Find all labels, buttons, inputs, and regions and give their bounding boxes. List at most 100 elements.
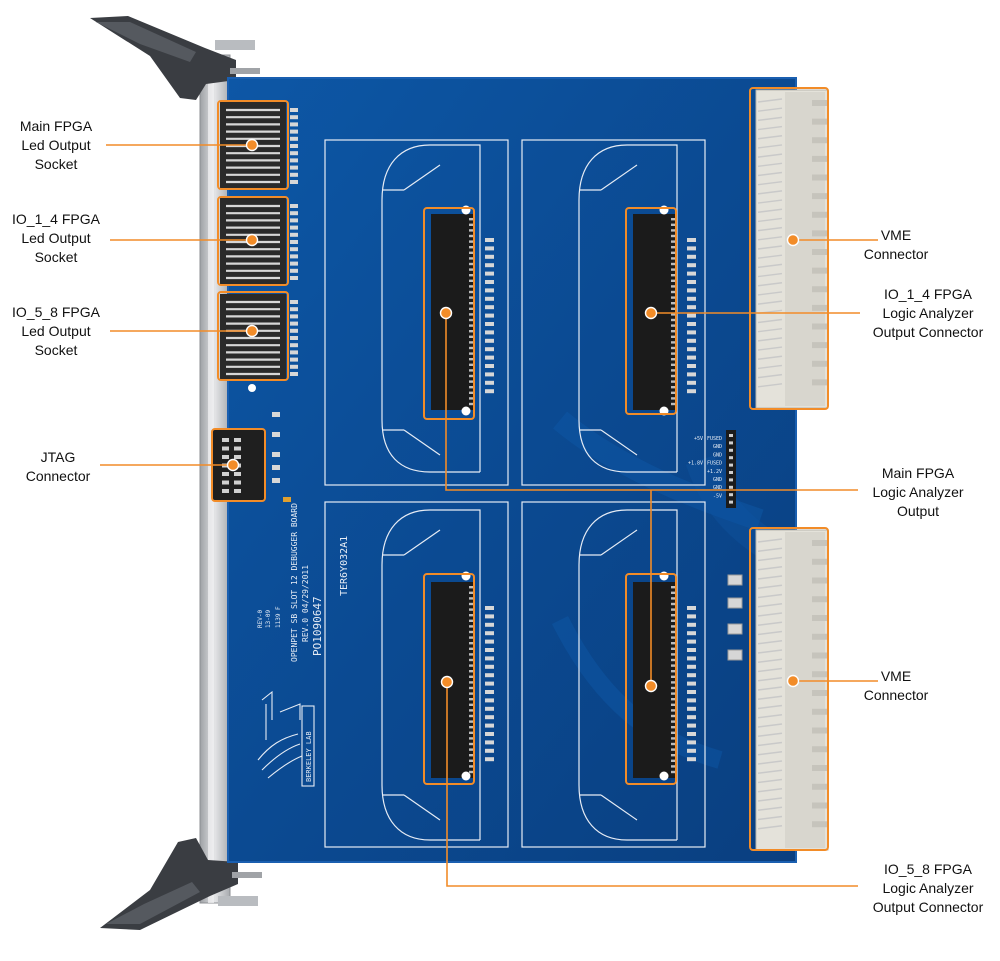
vme-pin (757, 677, 783, 682)
header-pin (469, 391, 474, 394)
power-pin (729, 463, 733, 467)
vme-pin (757, 751, 783, 756)
resistor-pad (485, 355, 494, 360)
resistor-pad (485, 656, 494, 661)
header-pin (469, 619, 474, 622)
label-line: JTAG (40, 449, 76, 465)
header-pin (671, 737, 676, 740)
board-title-text: OPENPET SB SLOT 12 DEBUGGER BOARD (290, 503, 299, 662)
label-main-fpga-led-output-socket: Main FPGA Led Output Socket (6, 117, 106, 174)
vme-pin (757, 116, 783, 122)
vme-rib (812, 193, 828, 200)
jtag-resistor (272, 432, 280, 437)
resistor-pad (687, 690, 696, 694)
vme-pin (757, 556, 783, 562)
label-line: IO_1_4 FPGA (884, 286, 972, 302)
led-resistor (290, 108, 298, 112)
resistor-pad (485, 280, 494, 284)
resistor-pad (485, 606, 494, 610)
led-resistor (290, 357, 298, 362)
resistor-pad (687, 355, 696, 360)
header-pin (671, 636, 676, 639)
header-pin (671, 642, 676, 645)
vme-rib (812, 558, 828, 565)
vme-pin (757, 538, 783, 543)
resistor-pad (687, 673, 696, 678)
vme-rib (812, 671, 828, 678)
header-pin (671, 262, 676, 266)
logic-analyzer-header-bottom-right (633, 582, 677, 778)
header-pin (671, 619, 676, 622)
power-pin (729, 448, 733, 452)
small-text-lot: 1139 F (275, 606, 282, 628)
led-resistor (290, 180, 298, 184)
label-vme-connector-top: VME Connector (850, 226, 942, 264)
ejector-handle-bottom-icon[interactable] (100, 838, 262, 930)
resistor-pad (687, 648, 696, 652)
logic-analyzer-header-io14 (431, 214, 475, 410)
header-pin (671, 686, 676, 690)
header-pin (469, 335, 474, 338)
resistor-pad (687, 238, 696, 242)
header-pin (469, 591, 474, 594)
vme-pin (757, 704, 783, 710)
header-pin (671, 380, 676, 383)
header-pin (469, 330, 474, 333)
power-label: +1.2V (707, 469, 722, 475)
resistor-pad (687, 732, 696, 736)
header-pin (671, 720, 676, 723)
header-pin (671, 240, 676, 243)
resistor-pad (485, 690, 494, 694)
jtag-pin (234, 455, 241, 459)
vme-pin (757, 575, 783, 580)
header-pin (469, 274, 474, 277)
resistor-pad (687, 296, 696, 301)
jtag-pin (234, 480, 241, 485)
header-pin (469, 698, 474, 701)
jtag-resistor (272, 452, 280, 457)
header-pin (671, 591, 676, 594)
header-pin (469, 386, 474, 389)
vme-pin (757, 603, 783, 608)
resistor-pad (687, 706, 696, 711)
vme-rib (812, 540, 828, 546)
label-line: Connector (863, 687, 929, 703)
vme-pin (757, 778, 783, 784)
vme-pin (757, 797, 783, 802)
header-pin (671, 234, 676, 238)
label-line: Logic Analyzer (882, 305, 974, 321)
resistor-pad (485, 681, 494, 686)
vme-connector-bottom (755, 529, 829, 851)
resistor-pad (485, 648, 494, 652)
header-pin (469, 234, 474, 238)
vme-pin (757, 364, 783, 370)
vme-rib (812, 821, 828, 828)
header-pin (469, 223, 474, 226)
vme-pin (757, 355, 783, 360)
header-pin (469, 726, 474, 729)
header-pin (671, 391, 676, 394)
vme-rib (812, 249, 828, 255)
resistor-pad (687, 740, 696, 745)
header-pin (671, 748, 676, 751)
vme-pin (757, 667, 783, 673)
header-pin (671, 698, 676, 701)
led-resistor (290, 225, 298, 230)
vme-pin (757, 226, 783, 232)
resistor-pad (687, 347, 696, 352)
vme-pin (757, 327, 783, 333)
vme-pin (757, 612, 783, 617)
header-pin (469, 358, 474, 361)
header-pin (671, 586, 676, 589)
vme-rib (812, 783, 828, 790)
jtag-pin (234, 446, 241, 451)
header-pin (469, 262, 474, 266)
power-label: GND (713, 477, 722, 483)
vme-pin (757, 254, 783, 259)
resistor-pad (687, 631, 696, 636)
ejector-handle-top-icon[interactable] (90, 16, 260, 100)
led-resistor (290, 240, 298, 244)
label-io58-fpga-led-output-socket: IO_5_8 FPGA Led Output Socket (2, 303, 110, 360)
header-pin (469, 748, 474, 751)
